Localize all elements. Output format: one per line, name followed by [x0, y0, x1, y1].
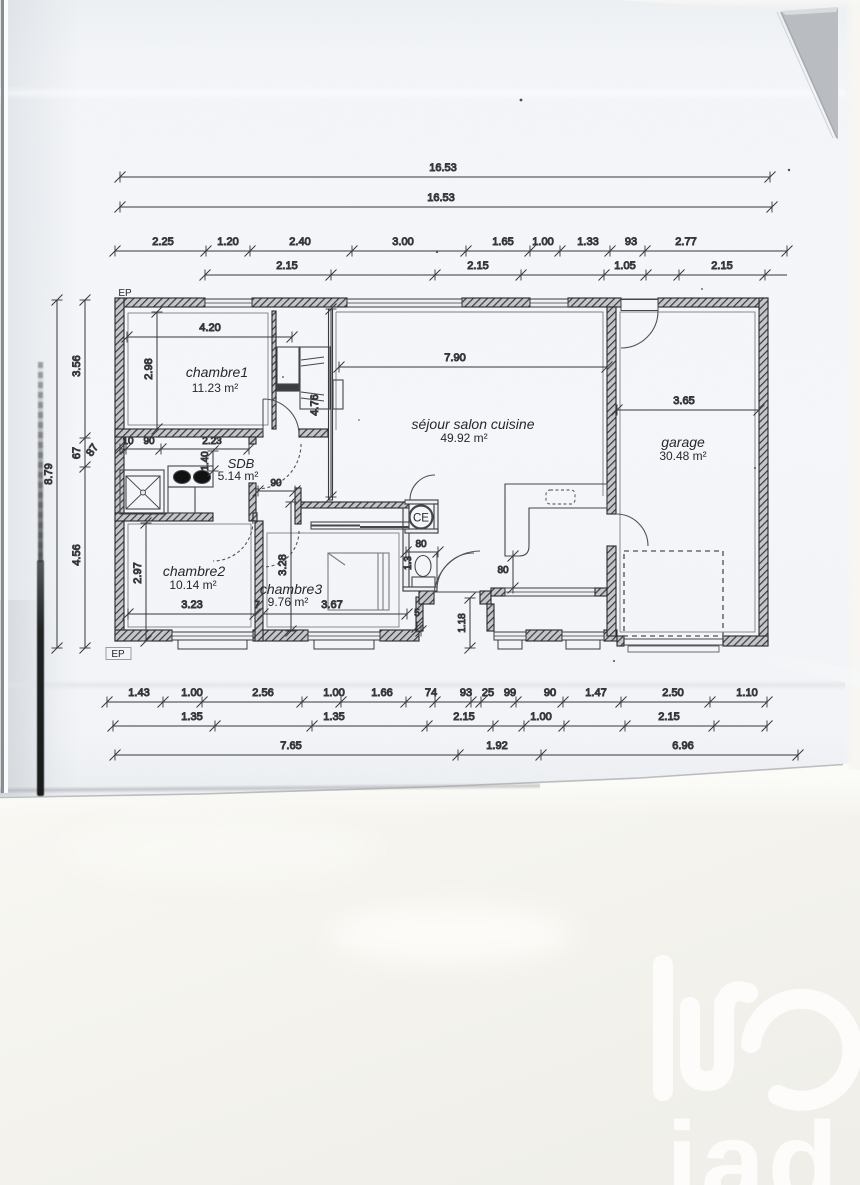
svg-text:2.15: 2.15	[658, 711, 679, 723]
svg-text:séjour salon cuisine: séjour salon cuisine	[412, 416, 535, 432]
svg-text:87: 87	[84, 442, 101, 459]
svg-text:2.15: 2.15	[453, 711, 474, 723]
svg-text:2.15: 2.15	[276, 260, 297, 272]
svg-text:90: 90	[270, 478, 282, 489]
svg-text:7.65: 7.65	[280, 740, 301, 752]
svg-text:67: 67	[71, 447, 83, 459]
svg-text:1.35: 1.35	[181, 711, 202, 723]
svg-text:80: 80	[415, 539, 427, 550]
svg-text:93: 93	[460, 687, 472, 699]
svg-text:2.77: 2.77	[675, 236, 696, 248]
svg-text:93: 93	[625, 236, 637, 248]
svg-text:1.65: 1.65	[492, 236, 513, 248]
svg-text:2.56: 2.56	[252, 687, 273, 699]
svg-text:2.40: 2.40	[289, 236, 310, 248]
svg-text:7: 7	[254, 600, 260, 611]
svg-text:3.67: 3.67	[321, 599, 342, 611]
svg-text:2.23: 2.23	[202, 436, 222, 447]
svg-text:5: 5	[414, 608, 420, 619]
svg-text:30.48 m²: 30.48 m²	[659, 449, 706, 463]
svg-text:1.10: 1.10	[736, 687, 757, 699]
svg-text:1.40: 1.40	[200, 451, 211, 471]
svg-text:2.98: 2.98	[143, 358, 155, 379]
svg-text:25: 25	[482, 687, 494, 699]
svg-text:1.66: 1.66	[371, 687, 392, 699]
svg-text:99: 99	[504, 687, 516, 699]
svg-text:7.90: 7.90	[444, 352, 465, 364]
svg-text:3.65: 3.65	[673, 395, 694, 407]
svg-text:74: 74	[425, 687, 437, 699]
svg-text:EP: EP	[118, 288, 132, 299]
svg-text:4.76: 4.76	[309, 394, 321, 415]
svg-text:1.00: 1.00	[530, 711, 551, 723]
svg-text:16.53: 16.53	[429, 162, 457, 174]
svg-text:6.96: 6.96	[672, 740, 693, 752]
svg-text:1.33: 1.33	[577, 236, 598, 248]
svg-text:iad: iad	[666, 1099, 841, 1185]
svg-text:9.76 m²: 9.76 m²	[268, 595, 309, 609]
svg-text:2.25: 2.25	[152, 236, 173, 248]
svg-text:chambre2: chambre2	[163, 563, 225, 579]
svg-text:16.53: 16.53	[427, 192, 455, 204]
svg-text:2.50: 2.50	[662, 687, 683, 699]
svg-text:4.20: 4.20	[199, 322, 220, 334]
svg-text:1.35: 1.35	[323, 711, 344, 723]
svg-text:chambre1: chambre1	[186, 364, 248, 380]
svg-text:3.23: 3.23	[181, 599, 202, 611]
svg-text:5.14 m²: 5.14 m²	[218, 469, 259, 483]
svg-text:1.00: 1.00	[181, 687, 202, 699]
svg-text:90: 90	[143, 436, 155, 447]
svg-text:2.15: 2.15	[711, 260, 732, 272]
svg-text:SDB: SDB	[228, 456, 255, 471]
svg-text:4.56: 4.56	[71, 544, 83, 565]
svg-text:90: 90	[544, 687, 556, 699]
svg-text:11.23 m²: 11.23 m²	[192, 381, 238, 395]
svg-text:1.05: 1.05	[614, 260, 635, 272]
svg-text:1.92: 1.92	[486, 740, 507, 752]
svg-text:2.97: 2.97	[132, 562, 144, 583]
svg-text:1.47: 1.47	[585, 687, 606, 699]
svg-text:3.28: 3.28	[277, 554, 289, 575]
svg-text:10.14 m²: 10.14 m²	[169, 578, 216, 592]
svg-text:1.18: 1.18	[457, 613, 468, 633]
svg-text:8.79: 8.79	[43, 463, 55, 484]
svg-text:80: 80	[497, 565, 509, 576]
svg-text:1.43: 1.43	[128, 687, 149, 699]
svg-text:EP: EP	[111, 649, 125, 660]
svg-text:chambre3: chambre3	[260, 581, 322, 597]
svg-text:1.3: 1.3	[403, 556, 414, 570]
svg-text:3.00: 3.00	[392, 236, 413, 248]
svg-text:1.20: 1.20	[217, 236, 238, 248]
svg-text:1.00: 1.00	[323, 687, 344, 699]
svg-text:49.92 m²: 49.92 m²	[440, 431, 487, 445]
svg-text:garage: garage	[661, 434, 705, 450]
svg-text:10: 10	[122, 436, 134, 447]
svg-text:CE: CE	[413, 513, 429, 525]
svg-text:2.15: 2.15	[467, 260, 488, 272]
svg-text:1.00: 1.00	[532, 236, 553, 248]
svg-text:3.56: 3.56	[71, 355, 83, 376]
